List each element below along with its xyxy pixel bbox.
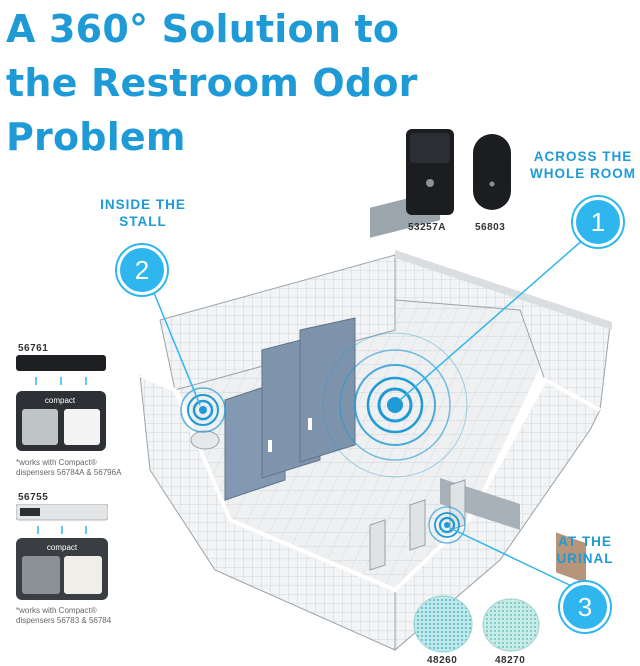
product-48260-urinal-screen (413, 595, 473, 653)
product-53257A-dispenser (406, 129, 454, 215)
sku-56755: 56755 (18, 492, 49, 503)
product-56803-dispenser (473, 134, 511, 210)
sku-48270: 48270 (495, 655, 526, 666)
product-56761-shelf: compact (16, 355, 106, 451)
callout-label-stall: INSIDE THE STALL (100, 197, 186, 229)
note-56761: *works with Compact® dispensers 56784A &… (16, 458, 122, 477)
headline-line-2: the Restroom Odor (6, 61, 418, 105)
compact-logo: compact (47, 543, 78, 552)
callout-label-urinal: AT THE URINAL (556, 534, 614, 566)
callout-badge-1: 1 (573, 197, 623, 247)
compact-logo: compact (45, 396, 76, 405)
wave-urinal (428, 506, 466, 544)
wave-whole-room (322, 332, 468, 478)
product-48270-urinal-screen (482, 598, 540, 652)
callout-badge-3: 3 (560, 582, 610, 632)
callout-label-whole-room: ACROSS THE WHOLE ROOM (530, 149, 636, 181)
stall-partition-3 (299, 317, 356, 463)
sku-56803: 56803 (475, 222, 506, 233)
note-56755: *works with Compact® dispensers 56783 & … (16, 606, 112, 625)
door (556, 532, 586, 584)
sku-56761: 56761 (18, 343, 49, 354)
toilet (190, 430, 220, 450)
sku-48260: 48260 (427, 655, 458, 666)
headline-line-1: A 360° Solution to (6, 7, 400, 51)
back-wall-left (159, 254, 396, 391)
sku-53257A: 53257A (408, 222, 447, 233)
product-56755-shelf: compact (16, 504, 108, 600)
callout-badge-2: 2 (117, 245, 167, 295)
headline: A 360° Solution to the Restroom Odor Pro… (6, 2, 418, 164)
headline-line-3: Problem (6, 115, 186, 159)
wave-stall (180, 387, 226, 433)
